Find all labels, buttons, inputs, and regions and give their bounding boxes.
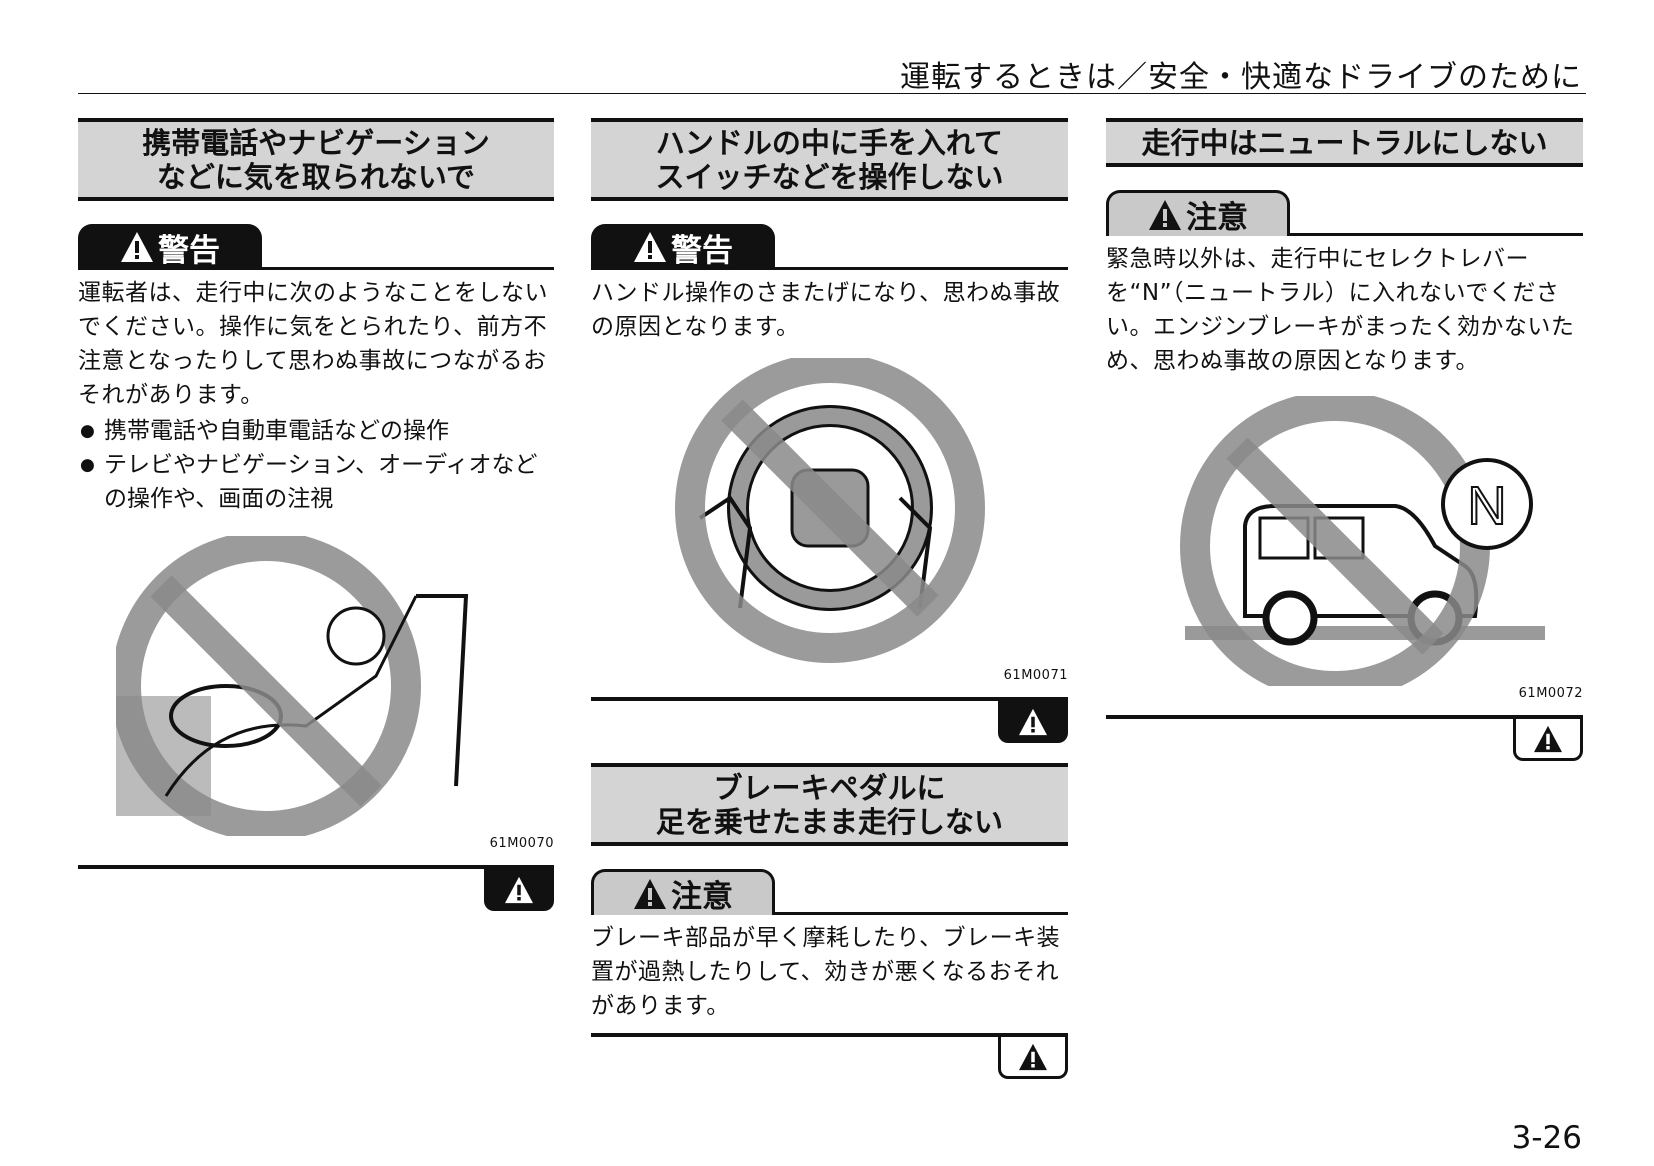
warning-end-badge <box>484 869 554 911</box>
warning-tab-row: 警告 <box>591 219 1068 270</box>
caution-end-badge <box>1513 719 1583 761</box>
section-neutral: 走行中はニュートラルにしない 注意 緊急時以外は、走行中にセレクトレバーを“N”… <box>1106 118 1583 763</box>
list-item: 携帯電話や自動車電話などの操作 <box>78 414 554 448</box>
section-body: ブレーキ部品が早く摩耗したり、ブレーキ装置が過熱したりして、効きが悪くなるおそれ… <box>591 925 1061 1019</box>
section-end-mark <box>78 865 554 913</box>
section-phone: 携帯電話やナビゲーション などに気を取られないで 警告 運転者は、走行中に次のよ… <box>78 118 554 913</box>
caution-tab-row: 注意 <box>591 864 1068 915</box>
neutral-illustration: N <box>1135 391 1555 701</box>
list-item: テレビやナビゲーション、オーディオなどの操作や、画面の注視 <box>78 448 554 516</box>
warning-triangle-icon <box>634 232 666 262</box>
caution-badge: 注意 <box>591 869 775 915</box>
figure-code: 61M0070 <box>489 836 554 851</box>
warning-end-badge <box>998 701 1068 743</box>
warning-triangle-icon <box>505 876 533 904</box>
figure-code: 61M0072 <box>1518 686 1583 701</box>
section-end-mark <box>1106 715 1583 763</box>
caution-end-badge <box>998 1037 1068 1079</box>
caution-triangle-icon <box>634 878 666 909</box>
bullet-list: 携帯電話や自動車電話などの操作 テレビやナビゲーション、オーディオなどの操作や、… <box>78 414 554 516</box>
warning-triangle-icon <box>121 232 153 262</box>
section-end-mark <box>591 697 1068 745</box>
header-rule <box>78 93 1586 94</box>
caution-triangle-icon <box>1149 199 1181 230</box>
section-brake: ブレーキペダルに 足を乗せたまま走行しない 注意 ブレーキ部品が早く摩耗したり、… <box>591 763 1068 1081</box>
section-body: ハンドル操作のさまたげになり、思わぬ事故の原因となります。 <box>591 280 1061 340</box>
figure-code: 61M0071 <box>1003 668 1068 683</box>
phone-illustration <box>111 531 516 841</box>
section-steering: ハンドルの中に手を入れて スイッチなどを操作しない 警告 ハンドル操作のさまたげ… <box>591 118 1068 1081</box>
warning-badge: 警告 <box>591 224 775 270</box>
section-title: ブレーキペダルに 足を乗せたまま走行しない <box>591 763 1068 846</box>
section-body: 緊急時以外は、走行中にセレクトレバーを“N”（ニュートラル）に入れないでください… <box>1106 246 1575 374</box>
warning-triangle-icon <box>1019 708 1047 736</box>
section-end-mark <box>591 1033 1068 1081</box>
caution-triangle-icon <box>1019 1043 1047 1070</box>
page-header-title: 運転するときは／安全・快適なドライブのために <box>900 60 1582 95</box>
section-body: 運転者は、走行中に次のようなことをしないでください。操作に気をとられたり、前方不… <box>78 280 548 408</box>
page-number: 3-26 <box>1511 1120 1582 1156</box>
warning-badge: 警告 <box>78 224 262 270</box>
gear-letter: N <box>1467 476 1506 536</box>
caution-triangle-icon <box>1534 725 1562 752</box>
steering-illustration <box>670 353 990 668</box>
caution-tab-row: 注意 <box>1106 185 1583 236</box>
section-title: 携帯電話やナビゲーション などに気を取られないで <box>78 118 554 201</box>
section-title: 走行中はニュートラルにしない <box>1106 118 1583 167</box>
caution-badge: 注意 <box>1106 190 1290 236</box>
section-title: ハンドルの中に手を入れて スイッチなどを操作しない <box>591 118 1068 201</box>
warning-tab-row: 警告 <box>78 219 554 270</box>
